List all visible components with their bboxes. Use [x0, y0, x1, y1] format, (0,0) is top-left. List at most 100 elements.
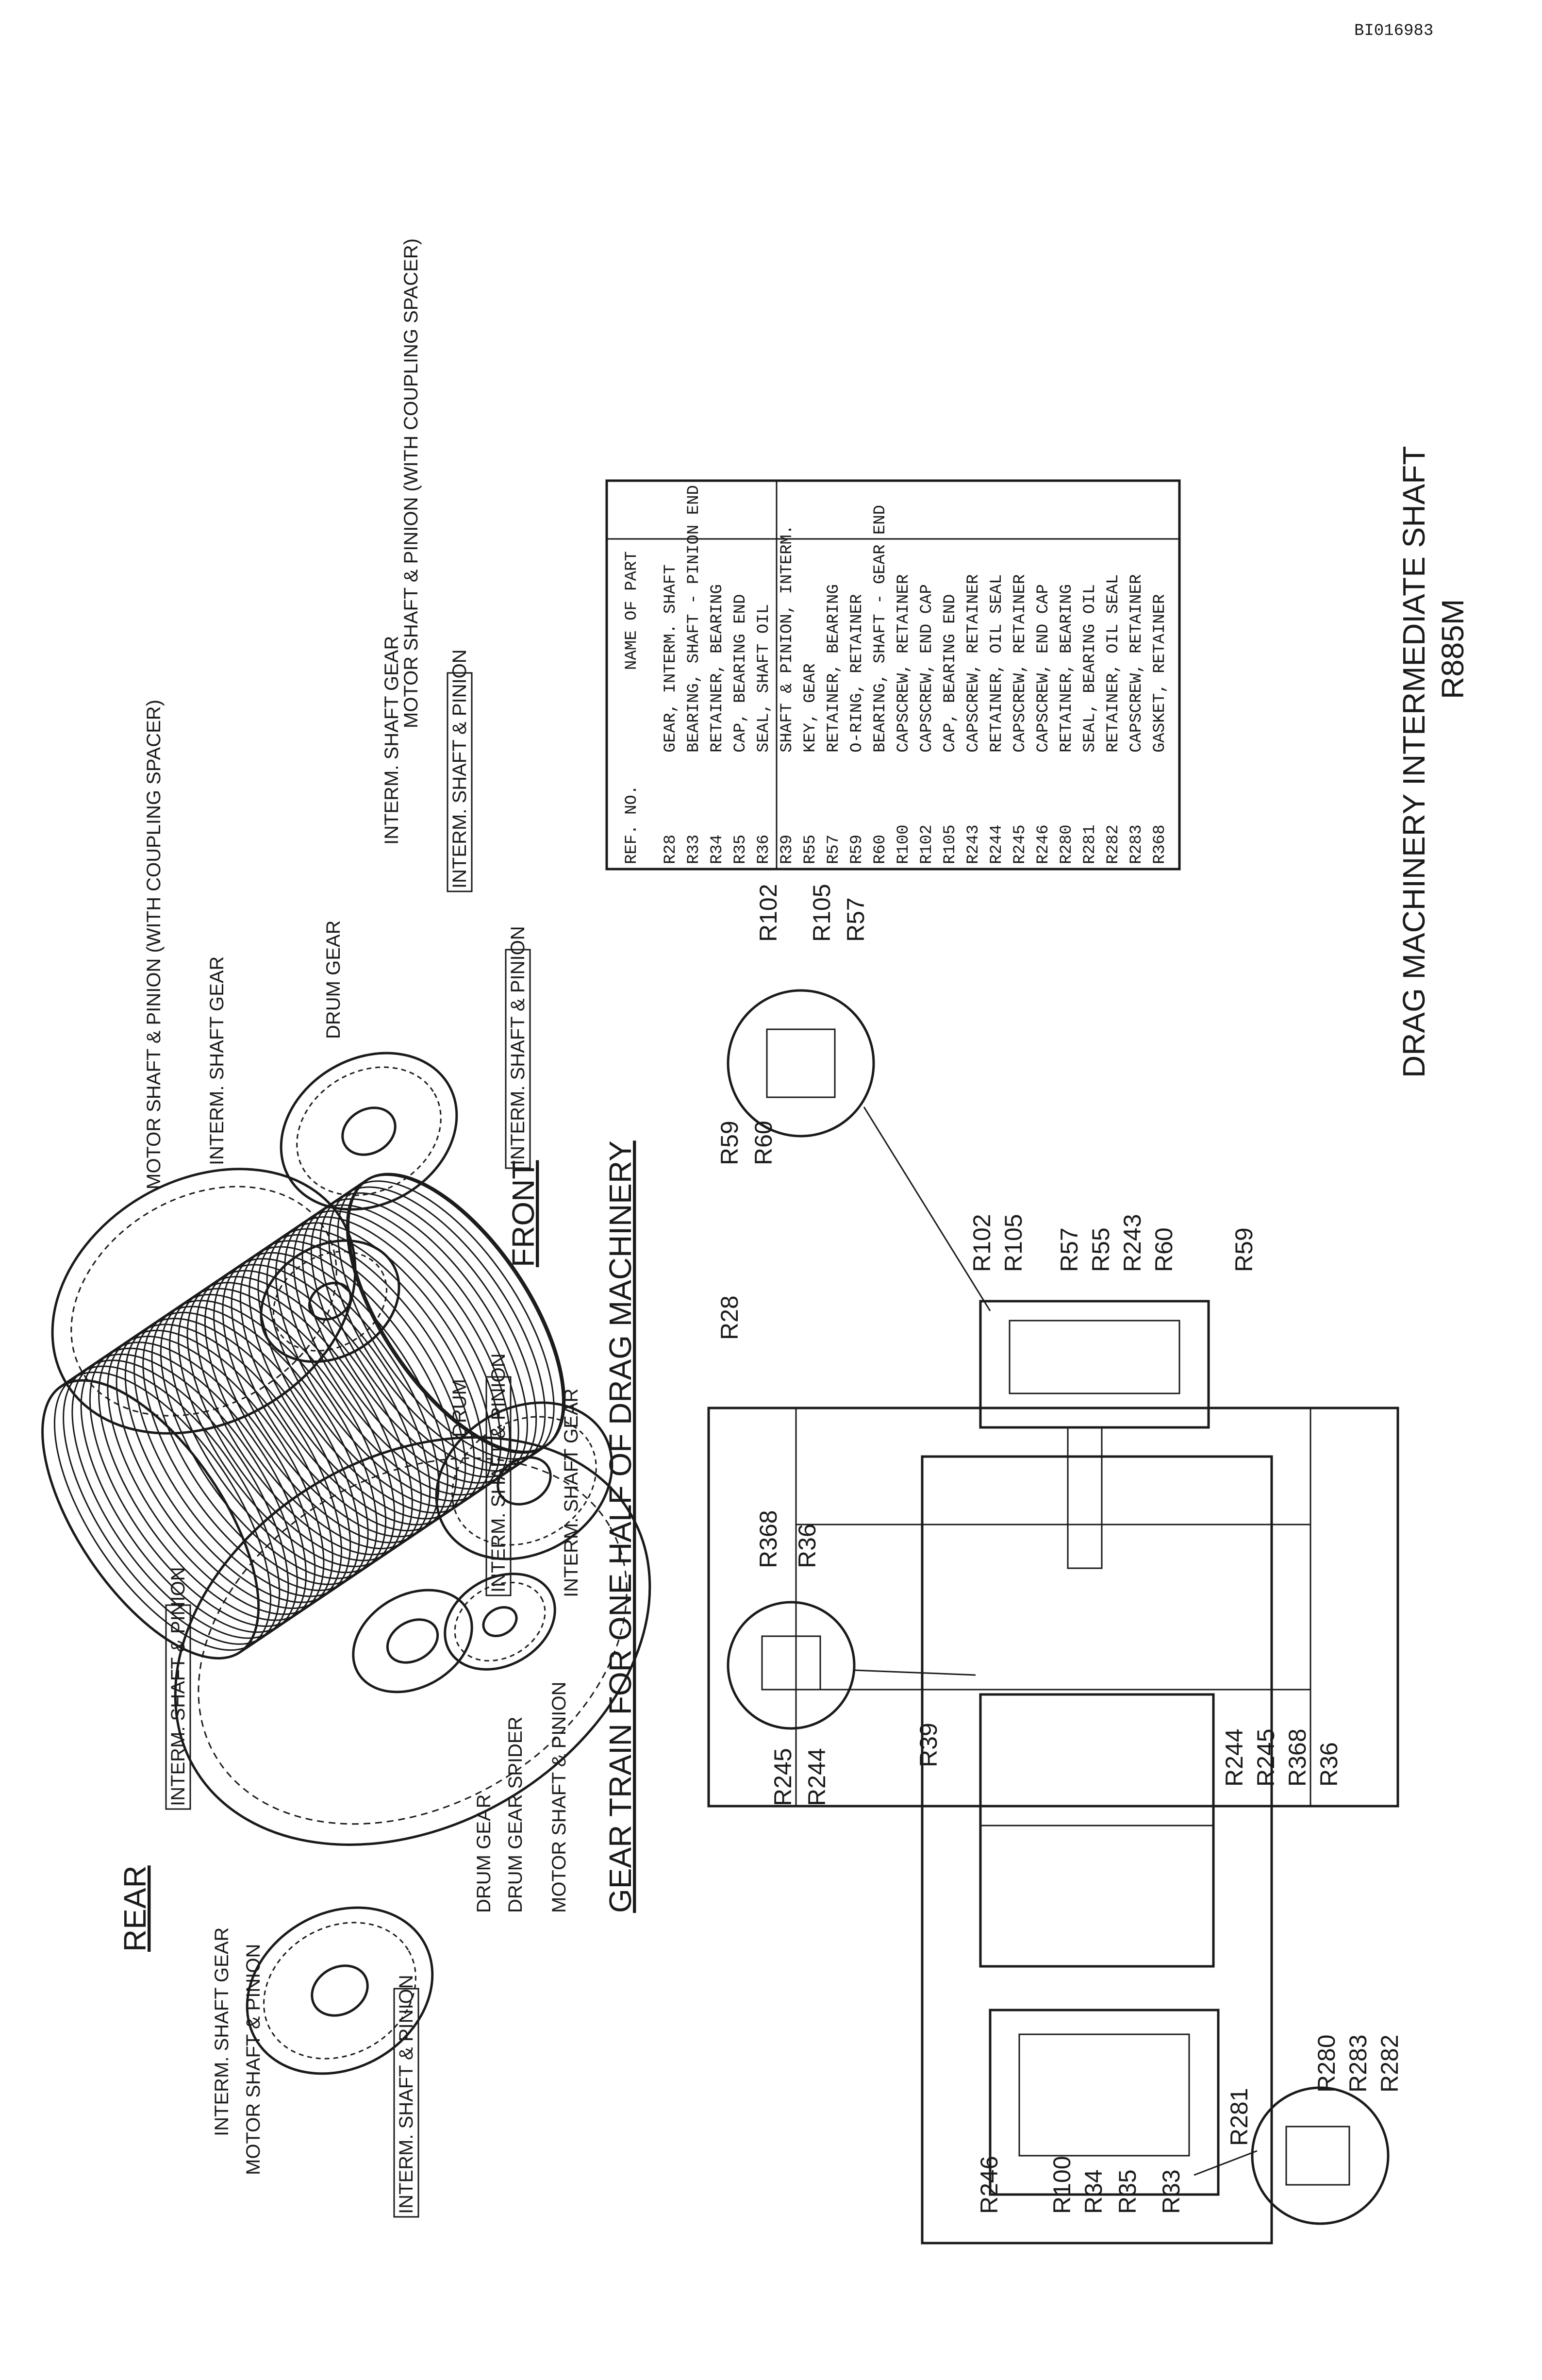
- ref-r243: R243: [1119, 1214, 1146, 1272]
- ref-r55: R55: [1087, 1227, 1114, 1272]
- drum-groove: [328, 1186, 546, 1466]
- pinion-end-housing: [989, 2009, 1220, 2196]
- ref-r100: R100: [1048, 2156, 1076, 2214]
- parts-row-name: RETAINER, BEARING: [708, 584, 727, 753]
- drum-groove: [124, 1324, 342, 1603]
- drum-groove: [89, 1347, 307, 1627]
- drum-groove: [195, 1276, 413, 1556]
- parts-row-ref: R60: [871, 835, 890, 864]
- parts-row-name: SHAFT & PINION, INTERM.: [778, 525, 796, 753]
- parts-row-name: SEAL, SHAFT OIL: [755, 604, 773, 753]
- ref-no-header: REF. NO.: [623, 785, 641, 864]
- drawing-number: R885M: [1435, 599, 1470, 699]
- intermediate-gear: [308, 1282, 352, 1321]
- ref-r33: R33: [1158, 2169, 1185, 2214]
- box-interm-front: INTERM. SHAFT & PINION: [507, 926, 529, 1165]
- intermediate-gear: [497, 1456, 552, 1506]
- parts-row-ref: R36: [755, 835, 773, 864]
- ref-r39: R39: [915, 1723, 942, 1767]
- parts-row-ref: R57: [825, 835, 843, 864]
- ref-r28: R28: [716, 1295, 743, 1340]
- parts-row-ref: R280: [1058, 824, 1076, 864]
- intermediate-shaft: [921, 1455, 1273, 2245]
- parts-row-name: SEAL, BEARING OIL: [1081, 584, 1099, 753]
- drum-groove: [275, 1222, 493, 1502]
- gear-train-caption: GEAR TRAIN FOR ONE HALF OF DRAG MACHINER…: [603, 1140, 638, 1913]
- drum-groove: [293, 1210, 511, 1490]
- ref-r280: R280: [1313, 2034, 1340, 2093]
- drum-groove: [98, 1341, 316, 1621]
- drum-groove: [239, 1246, 458, 1525]
- box-interm-rear: INTERM. SHAFT & PINION: [167, 1567, 189, 1806]
- ref-r244a: R244: [803, 1748, 830, 1806]
- drum-groove: [337, 1180, 555, 1460]
- parts-row-name: RETAINER, OIL SEAL: [1104, 574, 1123, 753]
- label-motor-rear: MOTOR SHAFT & PINION: [243, 1944, 264, 2175]
- ref-r245b: R245: [1252, 1728, 1279, 1787]
- drum-groove: [284, 1216, 502, 1496]
- parts-row-name: CAP, BEARING END: [941, 594, 960, 753]
- drum-groove: [63, 1365, 281, 1645]
- label-motor-spacer-right: MOTOR SHAFT & PINION (WITH COUPLING SPAC…: [400, 238, 422, 728]
- drum-groove: [257, 1234, 475, 1514]
- ref-r36b: R36: [1315, 1742, 1343, 1787]
- drum-groove: [160, 1300, 378, 1579]
- rear-label: REAR: [117, 1865, 152, 1952]
- parts-row-ref: R281: [1081, 824, 1099, 864]
- parts-table-frame: [605, 479, 1181, 871]
- ref-r57b: R57: [842, 897, 869, 942]
- drum: [41, 1173, 566, 1659]
- parts-row-name: CAPSCREW, RETAINER: [895, 574, 913, 753]
- drum-groove: [116, 1329, 333, 1609]
- intermediate-gear: [260, 1239, 400, 1363]
- parts-row-name: GEAR, INTERM. SHAFT: [662, 564, 680, 753]
- parts-row-name: CAP, BEARING END: [731, 594, 750, 753]
- gear-train-illustration: [41, 1052, 651, 2075]
- intermediate-gear: [263, 1922, 416, 2060]
- ref-r244b: R244: [1221, 1728, 1248, 1787]
- gear-train-labels: MOTOR SHAFT & PINION (WITH COUPLING SPAC…: [117, 238, 638, 2218]
- parts-row-ref: R28: [662, 835, 680, 864]
- detail-circle-gear-end: [727, 989, 875, 1138]
- label-interm-gear-front: INTERM. SHAFT GEAR: [561, 1389, 582, 1597]
- ref-r59a: R59: [1230, 1227, 1258, 1272]
- detail-circle-pinion-end: [1251, 2086, 1390, 2225]
- ref-r102a: R102: [968, 1214, 995, 1272]
- box-interm-bottom: INTERM. SHAFT & PINION: [396, 1975, 417, 2214]
- drum-groove: [231, 1252, 448, 1532]
- parts-row-ref: R35: [731, 835, 750, 864]
- parts-row-ref: R34: [708, 835, 727, 864]
- parts-row-name: BEARING, SHAFT - PINION END: [685, 485, 703, 753]
- gear-key: [1067, 1426, 1103, 1569]
- intermediate-gear: [246, 1906, 434, 2075]
- drum-groove: [169, 1293, 387, 1574]
- intermediate-gear: [482, 1606, 518, 1638]
- ref-r246: R246: [976, 2156, 1003, 2214]
- drum-groove: [204, 1270, 422, 1550]
- ref-r245a: R245: [769, 1748, 796, 1806]
- parts-row-ref: R244: [988, 824, 1006, 864]
- parts-row-ref: R283: [1127, 824, 1146, 864]
- drum-groove: [133, 1318, 351, 1597]
- parts-row-ref: R245: [1011, 824, 1029, 864]
- parts-row-name: KEY, GEAR: [801, 663, 820, 753]
- drum-groove: [319, 1192, 537, 1472]
- parts-row-ref: R55: [801, 835, 820, 864]
- drum-groove: [71, 1359, 289, 1639]
- ref-r59b: R59: [716, 1121, 743, 1165]
- label-drum: DRUM: [449, 1379, 470, 1437]
- detail-circle-seal: [727, 1601, 856, 1730]
- intermediate-gear: [454, 1581, 546, 1662]
- drum-groove: [53, 1371, 271, 1651]
- front-label: FRONT: [506, 1160, 541, 1267]
- ref-r368b: R368: [1284, 1728, 1311, 1787]
- shaft-section-view: [707, 989, 1399, 2245]
- ref-r102b: R102: [755, 884, 782, 942]
- intermediate-gear: [296, 1066, 442, 1196]
- drum-groove: [151, 1306, 369, 1585]
- drum-groove: [80, 1353, 298, 1633]
- label-interm-gear-rear: INTERM. SHAFT GEAR: [211, 1927, 232, 2136]
- drawing-title: DRAG MACHINERY INTERMEDIATE SHAFT: [1396, 446, 1431, 1078]
